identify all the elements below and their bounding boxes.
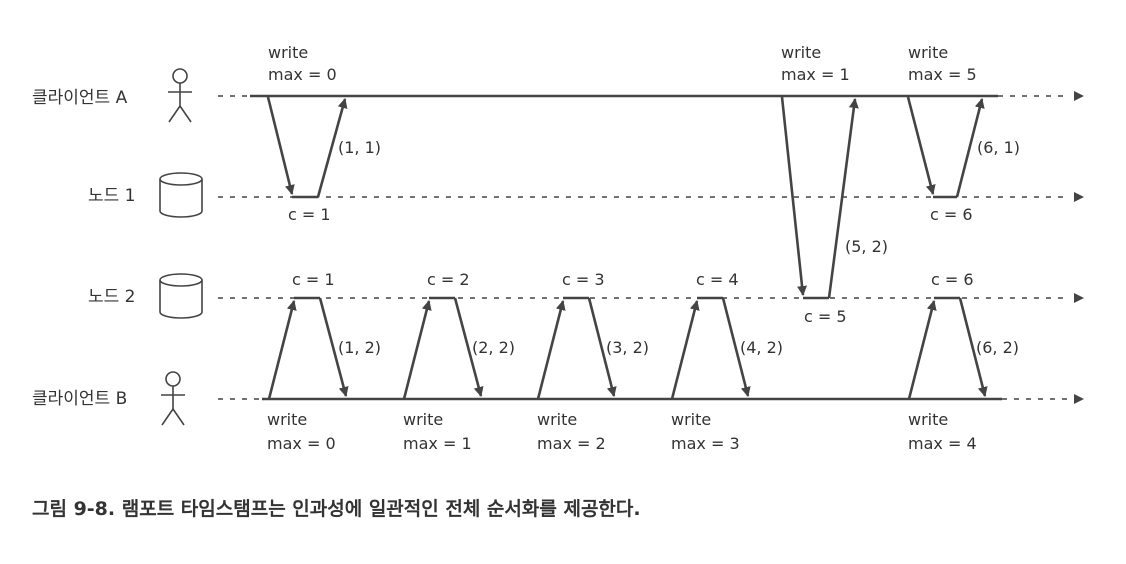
client-write-max: max = 0	[268, 65, 337, 84]
node-counter-label: c = 4	[696, 270, 739, 289]
lane-end-arrow	[1074, 394, 1084, 404]
request-arrow	[267, 300, 297, 400]
lane-label-client-b: 클라이언트 B	[32, 389, 127, 409]
client-write-label: write	[781, 43, 821, 62]
timestamp-label: (1, 1)	[338, 138, 381, 157]
timestamp-label: (2, 2)	[472, 338, 515, 357]
database-icon	[159, 273, 203, 319]
node-counter-label: c = 3	[562, 270, 605, 289]
response-arrow	[721, 297, 751, 397]
person-icon	[168, 68, 192, 123]
timestamp-label: (5, 2)	[845, 237, 888, 256]
client-write-label: write	[908, 43, 948, 62]
client-write-label: write	[268, 43, 308, 62]
node-counter-label: c = 6	[931, 270, 974, 289]
node-counter-label: c = 6	[930, 205, 973, 224]
client-write-max: max = 4	[908, 434, 977, 453]
request-arrow	[670, 300, 700, 400]
figure-caption: 그림 9-8. 램포트 타임스탬프는 인과성에 일관적인 전체 순서화를 제공한…	[32, 498, 641, 520]
client-write-max: max = 1	[781, 65, 850, 84]
client-write-label: write	[537, 410, 577, 429]
node-counter-label: c = 1	[288, 205, 331, 224]
lane-end-arrow	[1074, 293, 1084, 303]
response-arrow	[587, 297, 617, 397]
database-icon	[159, 172, 203, 218]
client-write-max: max = 3	[671, 434, 740, 453]
request-arrow	[536, 300, 566, 400]
timestamp-label: (6, 2)	[976, 338, 1019, 357]
lane-label-node-1: 노드 1	[88, 186, 136, 206]
response-arrow	[955, 98, 985, 198]
node-counter-label: c = 1	[292, 270, 335, 289]
response-arrow	[316, 98, 348, 198]
timestamp-label: (4, 2)	[740, 338, 783, 357]
client-write-max: max = 1	[403, 434, 472, 453]
response-arrow	[827, 98, 859, 299]
client-write-max: max = 0	[267, 434, 336, 453]
lamport-timestamp-diagram: 클라이언트 A 노드 1 노드 2 클라이언트 B	[32, 43, 1084, 453]
request-arrow	[906, 96, 936, 195]
response-arrow	[318, 297, 349, 397]
node-counter-label: c = 5	[804, 307, 847, 326]
client-write-max: max = 5	[908, 65, 977, 84]
response-arrow	[453, 297, 484, 397]
timestamp-label: (6, 1)	[977, 138, 1020, 157]
response-arrow	[958, 297, 988, 397]
request-arrow	[780, 96, 808, 296]
timestamp-label: (1, 2)	[338, 338, 381, 357]
node-counter-label: c = 2	[427, 270, 470, 289]
client-write-label: write	[908, 410, 948, 429]
timestamp-label: (3, 2)	[606, 338, 649, 357]
request-arrow	[266, 96, 295, 195]
client-write-max: max = 2	[537, 434, 606, 453]
client-write-label: write	[671, 410, 711, 429]
client-write-label: write	[403, 410, 443, 429]
request-arrow	[402, 300, 432, 400]
lane-label-client-a: 클라이언트 A	[32, 88, 128, 108]
lane-end-arrow	[1074, 192, 1084, 202]
lane-label-node-2: 노드 2	[88, 287, 136, 307]
lane-end-arrow	[1074, 91, 1084, 101]
person-icon	[161, 371, 185, 426]
request-arrow	[907, 300, 937, 400]
client-write-label: write	[267, 410, 307, 429]
